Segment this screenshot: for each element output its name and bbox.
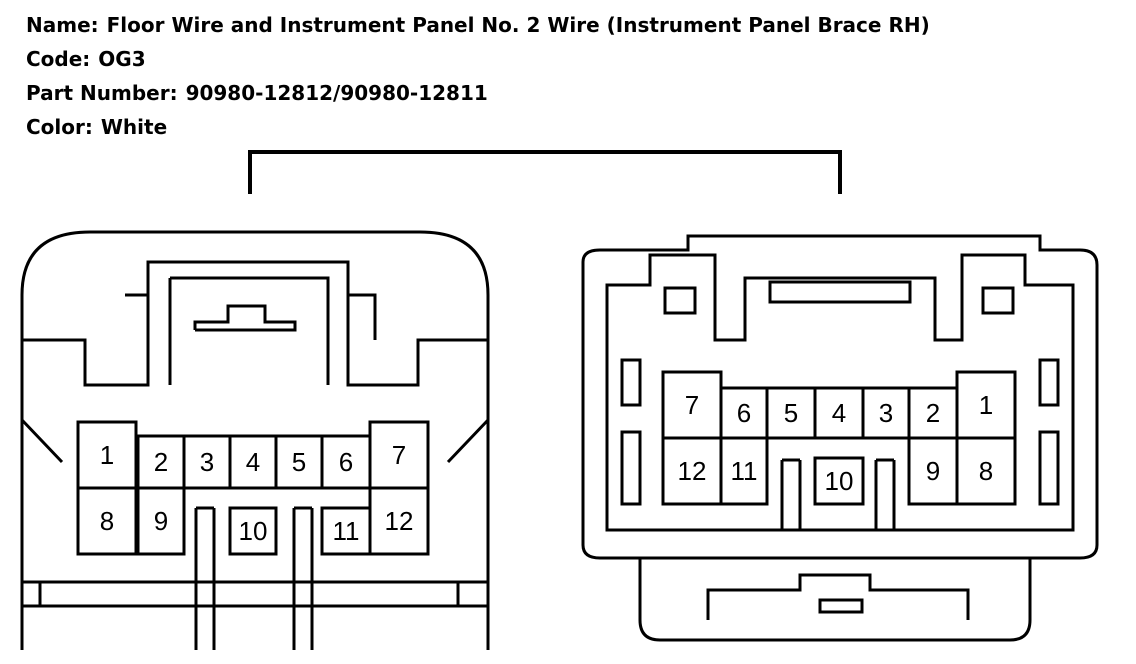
right-connector-housing [581, 234, 1099, 560]
left-pin-3-label: 3 [200, 447, 214, 477]
code-line: Code: OG3 [26, 42, 930, 76]
right-pin-8-label: 8 [979, 456, 993, 486]
right-lock-window-right [981, 286, 1015, 315]
left-pin-4-label: 4 [246, 447, 260, 477]
right-center-slots [780, 458, 896, 530]
left-pin-12-label: 12 [385, 506, 414, 536]
left-pin-9-label: 9 [154, 506, 168, 536]
left-pin-6-label: 6 [339, 447, 353, 477]
right-pin-7-label: 7 [685, 390, 699, 420]
right-pin-4-label: 4 [832, 398, 846, 428]
left-pin-5-label: 5 [292, 447, 306, 477]
left-pin-8-cell [76, 486, 138, 556]
left-connector-latch [22, 260, 488, 387]
right-pin-5-label: 5 [784, 398, 798, 428]
right-pin-11-cell [719, 436, 769, 506]
left-pin-10-label: 10 [239, 516, 268, 546]
right-side-slot-1 [620, 358, 642, 407]
left-pin-12-cell [368, 486, 430, 556]
left-latch-steps [22, 293, 377, 342]
color-label: Color: [26, 115, 93, 139]
left-pin-1-label: 1 [100, 440, 114, 470]
left-side-notches [20, 418, 490, 464]
left-pin-7-label: 7 [392, 440, 406, 470]
right-connector [581, 234, 1099, 642]
name-value: Floor Wire and Instrument Panel No. 2 Wi… [106, 13, 930, 37]
left-center-slots [194, 506, 314, 650]
right-pin-12-label: 12 [678, 456, 707, 486]
right-pin-grid: 7 6 5 4 3 2 1 12 11 10 9 8 [661, 370, 1017, 506]
right-pin-10-cell [813, 456, 865, 506]
left-pin-9-cell [136, 486, 186, 556]
right-pin-3-label: 3 [879, 398, 893, 428]
left-pin-8-label: 8 [100, 506, 114, 536]
right-side-slot-4 [1038, 430, 1060, 506]
left-pin-2-label: 2 [154, 447, 168, 477]
part-number-value: 90980-12812/90980-12811 [185, 81, 488, 105]
right-side-slot-2 [620, 430, 642, 506]
left-latch-inner [168, 276, 330, 385]
right-side-slot-3 [1038, 358, 1060, 407]
right-pin-2-label: 2 [926, 398, 940, 428]
left-connector [20, 230, 490, 650]
right-pin-6-label: 6 [737, 398, 751, 428]
code-value: OG3 [98, 47, 146, 71]
right-pin-1-label: 1 [979, 390, 993, 420]
connector-info: Name: Floor Wire and Instrument Panel No.… [26, 8, 930, 144]
left-latch-tab [193, 304, 297, 332]
right-lock-window-left [663, 286, 697, 315]
right-pin-9-label: 9 [926, 456, 940, 486]
color-line: Color: White [26, 110, 930, 144]
right-bottom-tab [638, 558, 1032, 642]
mating-bracket [248, 150, 842, 194]
name-line: Name: Floor Wire and Instrument Panel No.… [26, 8, 930, 42]
left-pin-11-label: 11 [333, 516, 360, 546]
left-connector-housing [20, 230, 490, 650]
left-bottom-rail [22, 580, 488, 608]
color-value: White [100, 115, 168, 139]
right-pin-11-label: 11 [731, 456, 758, 486]
right-connector-inner [605, 253, 1075, 532]
right-pin-10-label: 10 [825, 466, 854, 496]
part-number-line: Part Number: 90980-12812/90980-12811 [26, 76, 930, 110]
right-pin-8-cell [955, 436, 1017, 506]
part-number-label: Part Number: [26, 81, 178, 105]
right-latch-bar [768, 280, 912, 304]
code-label: Code: [26, 47, 91, 71]
left-pin-10-cell [228, 506, 278, 556]
name-label: Name: [26, 13, 99, 37]
